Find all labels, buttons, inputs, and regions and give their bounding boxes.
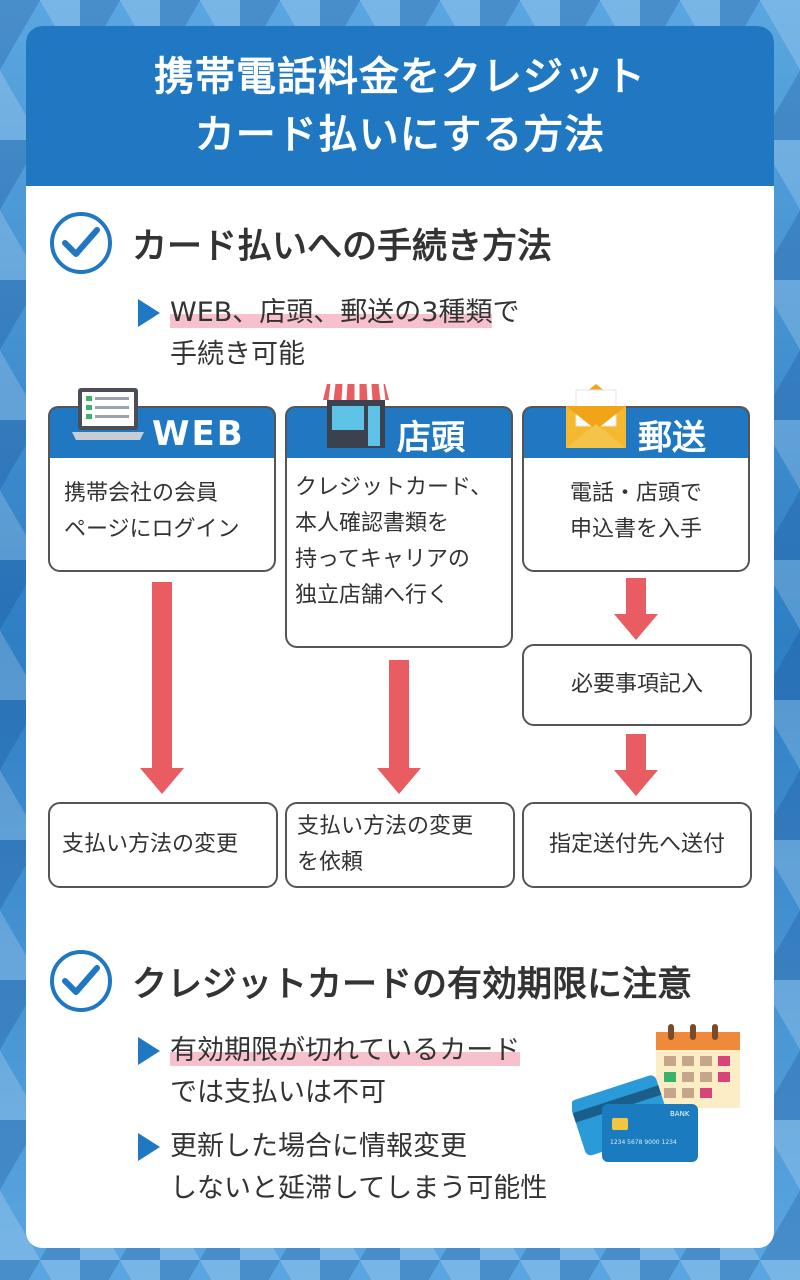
expiry-bullet-2: 更新した場合に情報変更 しないと延滞してしまう可能性 (138, 1126, 548, 1210)
store-step1-line1: クレジットカード、 (295, 475, 493, 500)
expiry-bullet1-line2: では支払いは不可 (170, 1077, 386, 1108)
section-expiry-heading: クレジットカードの有効期限に注意 (50, 950, 692, 1012)
web-column-label: WEB (152, 414, 245, 454)
laptop-icon (72, 388, 144, 440)
store-step1-line3: 持ってキャリアの (295, 547, 470, 572)
mail-column-header: 郵送 (522, 384, 750, 460)
section-procedure-title: カード払いへの手続き方法 (132, 226, 553, 267)
credit-card-icon: BANK 1234 5678 9000 1234 (572, 1075, 698, 1162)
bullet-triangle-icon (138, 299, 160, 327)
section-expiry-title: クレジットカードの有効期限に注意 (132, 964, 693, 1005)
web-step1-line2: ページにログイン (64, 517, 240, 542)
mail-step1-line1: 電話・店頭で (569, 481, 702, 506)
section-procedure-heading: カード払いへの手続き方法 (50, 212, 552, 274)
card-bank-text: BANK (670, 1110, 690, 1118)
page-header: 携帯電話料金をクレジット カード払いにする方法 (26, 26, 774, 186)
mail-step1-box: 電話・店頭で 申込書を入手 (522, 458, 750, 572)
bullet-triangle-icon (138, 1037, 160, 1065)
store-final-line1: 支払い方法の変更 (297, 814, 474, 839)
web-final-box: 支払い方法の変更 (48, 802, 278, 888)
page-title-line2: カード払いにする方法 (194, 112, 606, 158)
card-number-text: 1234 5678 9000 1234 (610, 1139, 677, 1146)
store-final-box: 支払い方法の変更 を依頼 (285, 802, 515, 888)
procedure-bullet: WEB、店頭、郵送の3種類で 手続き可能 (138, 292, 520, 376)
expiry-bullet-1: 有効期限が切れているカード では支払いは不可 (138, 1030, 521, 1114)
web-column-header: WEB (48, 388, 276, 460)
procedure-bullet-rest: で (492, 297, 520, 328)
procedure-bullet-line2: 手続き可能 (170, 339, 305, 370)
store-arrow (377, 660, 421, 794)
store-step1-line2: 本人確認書類を (295, 511, 450, 536)
page-title-line1: 携帯電話料金をクレジット (154, 54, 646, 100)
mail-arrow-2 (614, 734, 658, 796)
web-step1-box: 携帯会社の会員 ページにログイン (48, 458, 276, 572)
envelope-icon (566, 384, 626, 448)
mail-column-label: 郵送 (638, 417, 706, 458)
check-circle-icon (50, 212, 112, 274)
store-column-header: 店頭 (285, 383, 513, 460)
mail-step2-box: 必要事項記入 (522, 644, 752, 726)
procedure-bullet-highlight: WEB、店頭、郵送の3種類 (170, 297, 493, 328)
store-step1-box: クレジットカード、 本人確認書類を 持ってキャリアの 独立店舗へ行く (285, 458, 513, 648)
web-final-text: 支払い方法の変更 (62, 832, 239, 857)
mail-step1-line2: 申込書を入手 (569, 517, 702, 542)
check-circle-icon (50, 950, 112, 1012)
mail-arrow-1 (614, 578, 658, 640)
web-step1-line1: 携帯会社の会員 (64, 481, 219, 506)
mail-final-text: 指定送付先へ送付 (548, 832, 725, 857)
expiry-bullet2-line2: しないと延滞してしまう可能性 (170, 1173, 548, 1204)
store-final-line2: を依頼 (297, 850, 364, 875)
bullet-triangle-icon (138, 1133, 160, 1161)
mail-final-box: 指定送付先へ送付 (522, 802, 752, 888)
content-card: 携帯電話料金をクレジット カード払いにする方法 カード払いへの手続き方法 WEB… (26, 26, 774, 1248)
web-arrow (140, 582, 184, 794)
store-step1-line4: 独立店舗へ行く (295, 583, 450, 608)
expiry-bullet2-line1: 更新した場合に情報変更 (170, 1131, 467, 1162)
expiry-bullet1-highlight: 有効期限が切れているカード (170, 1035, 521, 1066)
store-column-label: 店頭 (397, 417, 465, 458)
mail-step2-text: 必要事項記入 (570, 672, 703, 697)
storefront-icon (323, 383, 389, 448)
calendar-icon (656, 1024, 740, 1108)
